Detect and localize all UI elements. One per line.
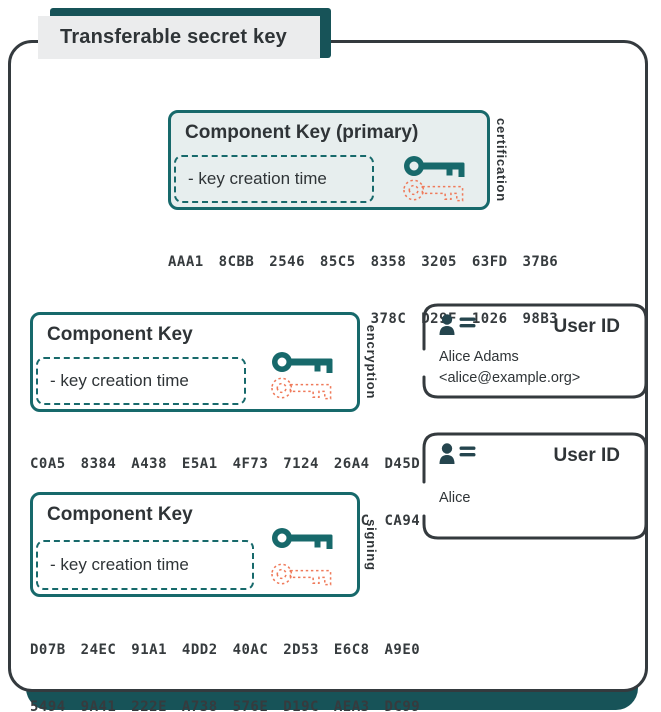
component-key-title: Component Key bbox=[47, 324, 193, 345]
key-icon bbox=[404, 156, 465, 177]
user-id-title: User ID bbox=[553, 445, 620, 466]
key-icon bbox=[272, 352, 333, 373]
key-creation-time-label: - key creation time bbox=[50, 371, 189, 390]
user-id-card-alice: User ID Alice bbox=[422, 432, 648, 540]
fingerprint-line: 5494 9A41 222E A738 576E D19C AEA3 DC99 bbox=[30, 699, 421, 712]
key-outline-icon bbox=[271, 563, 332, 586]
key-outline-icon bbox=[403, 179, 464, 202]
key-creation-time-label: - key creation time bbox=[188, 169, 327, 188]
key-creation-time-label: - key creation time bbox=[50, 555, 189, 574]
user-id-email: <alice@example.org> bbox=[439, 370, 581, 386]
key-outline-icon bbox=[271, 377, 332, 400]
key-role-label: encryption bbox=[364, 324, 379, 400]
component-key-encryption: Component Key - key creation time encryp… bbox=[30, 312, 379, 412]
user-id-name: Alice bbox=[439, 490, 471, 506]
title-tab: Transferable secret key bbox=[38, 16, 320, 59]
key-role-label: certification bbox=[494, 117, 509, 203]
key-creation-time-field: - key creation time bbox=[36, 540, 254, 590]
component-key-signing: Component Key - key creation time signin… bbox=[30, 492, 379, 597]
component-key-title: Component Key (primary) bbox=[185, 122, 419, 143]
diagram-title: Transferable secret key bbox=[60, 26, 287, 48]
fingerprint-signing: D07B 24EC 91A1 4DD2 40AC 2D53 E6C8 A9E0 … bbox=[30, 603, 420, 712]
fingerprint-line: AAA1 8CBB 2546 85C5 8358 3205 63FD 37B6 bbox=[168, 254, 559, 270]
fingerprint-line: D07B 24EC 91A1 4DD2 40AC 2D53 E6C8 A9E0 bbox=[30, 642, 421, 658]
component-key-title: Component Key bbox=[47, 504, 193, 525]
user-id-title: User ID bbox=[553, 316, 620, 337]
key-icon bbox=[272, 528, 333, 549]
user-id-name: Alice Adams bbox=[439, 349, 519, 365]
user-id-card-outline bbox=[422, 432, 648, 540]
key-role-label: signing bbox=[364, 518, 379, 571]
component-key-primary: Component Key (primary) - key creation t… bbox=[168, 110, 509, 210]
user-id-card-alice-adams: User ID Alice Adams <alice@example.org> bbox=[422, 303, 648, 399]
user-id-card-outline bbox=[422, 303, 648, 399]
key-creation-time-field: - key creation time bbox=[36, 357, 246, 405]
id-card-icon bbox=[439, 314, 476, 335]
fingerprint-line: C0A5 8384 A438 E5A1 4F73 7124 26A4 D45D bbox=[30, 456, 421, 472]
key-creation-time-field: - key creation time bbox=[174, 155, 374, 203]
id-card-icon bbox=[439, 443, 476, 464]
